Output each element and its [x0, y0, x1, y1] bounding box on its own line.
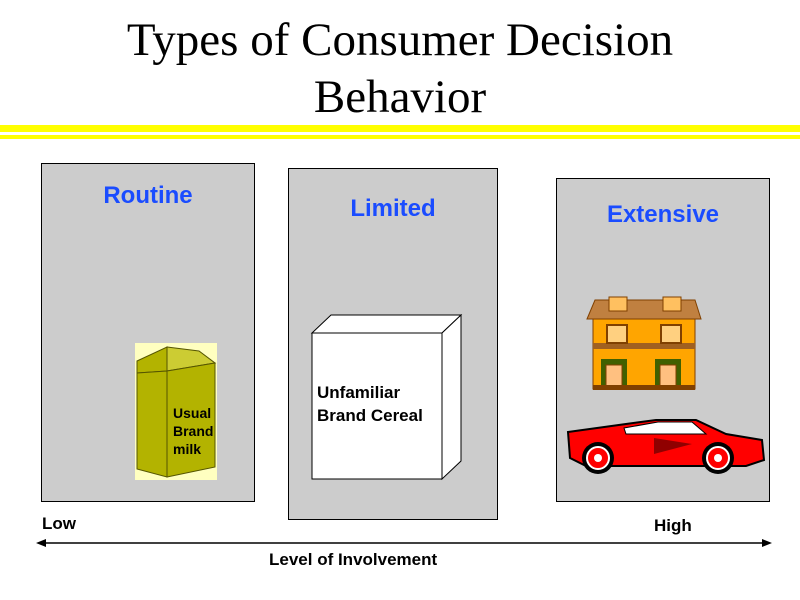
- cereal-box-icon: [310, 313, 463, 481]
- panel-title-limited: Limited: [350, 195, 436, 222]
- axis-high-label: High: [654, 516, 692, 535]
- sports-car-icon: [566, 419, 766, 474]
- house-icon: [586, 296, 702, 390]
- title-line-2: Behavior: [313, 71, 487, 123]
- slide-title: Types of Consumer Decision Behavior: [0, 12, 800, 126]
- cereal-label: Unfamiliar Brand Cereal: [317, 381, 423, 427]
- cereal-label-line: Unfamiliar: [317, 383, 401, 402]
- milk-label: Usual Brand milk: [173, 404, 213, 458]
- title-rule-top: [0, 125, 800, 132]
- panel-title-routine: Routine: [103, 182, 193, 209]
- involvement-axis-arrow: [36, 539, 772, 547]
- milk-label-line: Brand: [173, 423, 214, 439]
- panel-title-extensive: Extensive: [606, 201, 720, 228]
- axis-low-label: Low: [42, 514, 76, 533]
- title-rule-bottom: [0, 135, 800, 139]
- milk-label-line: Usual: [173, 405, 212, 421]
- cereal-label-line: Brand Cereal: [317, 406, 423, 425]
- axis-title: Level of Involvement: [269, 550, 438, 569]
- milk-label-line: milk: [173, 441, 202, 457]
- title-line-1: Types of Consumer Decision: [126, 14, 674, 66]
- milk-carton-icon: [135, 343, 217, 480]
